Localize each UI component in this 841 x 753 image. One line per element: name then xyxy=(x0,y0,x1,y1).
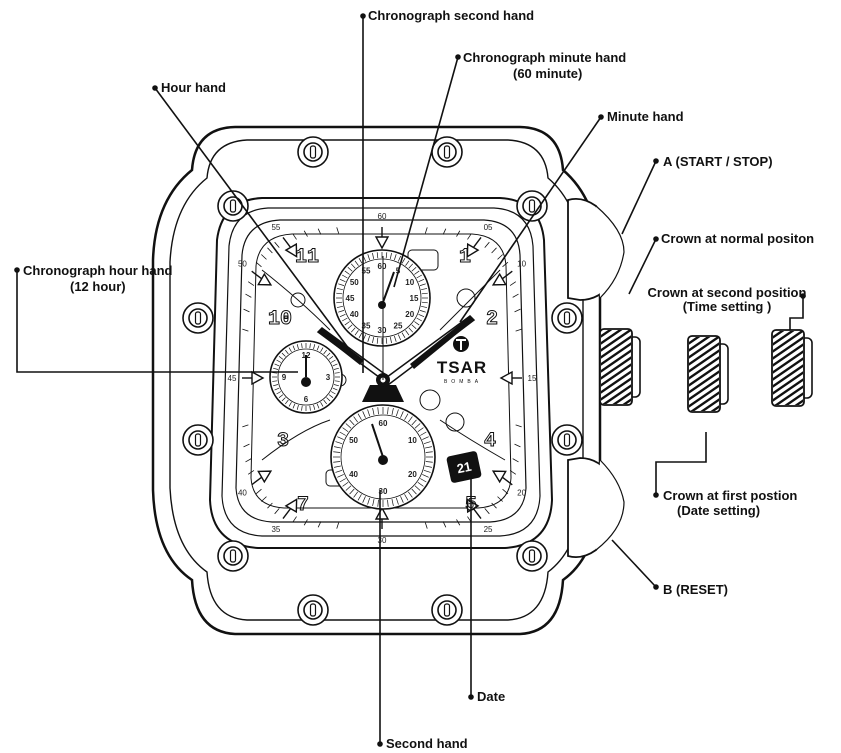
subdial-number: 15 xyxy=(410,294,419,303)
brand-subname: BOMBA xyxy=(444,379,482,385)
subdial-number: 9 xyxy=(282,373,287,382)
subdial-number: 10 xyxy=(405,278,414,287)
screw xyxy=(516,540,548,572)
subdial-number: 55 xyxy=(362,266,371,275)
crown-normal xyxy=(599,328,641,406)
label-crown-second: Crown at second position xyxy=(648,285,807,300)
hour-index: 1 xyxy=(459,246,471,269)
minute-track-number: 25 xyxy=(484,525,493,534)
label-chronograph-minute-hand: Chronograph minute hand xyxy=(463,50,626,65)
screw xyxy=(182,302,214,334)
label-button-b: B (RESET) xyxy=(663,582,728,597)
subdial-number: 45 xyxy=(346,294,355,303)
crown-second-position xyxy=(771,329,813,407)
label-chronograph-hour-hand: Chronograph hour hand xyxy=(23,263,173,278)
label-date: Date xyxy=(477,689,505,704)
minute-track-number: 15 xyxy=(528,374,537,383)
screw xyxy=(217,540,249,572)
label-minute-hand: Minute hand xyxy=(607,109,684,124)
crown-first-position xyxy=(687,335,729,413)
date-value: 21 xyxy=(455,459,472,477)
hour-index: 2 xyxy=(486,308,498,331)
label-second-hand: Second hand xyxy=(386,736,468,751)
label-chronograph-second-hand: Chronograph second hand xyxy=(368,8,534,23)
subdial-number: 60 xyxy=(378,262,387,271)
brand-logo: TSAR BOMBA xyxy=(437,336,487,385)
screw xyxy=(297,136,329,168)
subdial-number: 20 xyxy=(405,310,414,319)
subdial-number: 60 xyxy=(379,419,388,428)
screw xyxy=(182,424,214,456)
hour-index: 10 xyxy=(268,308,292,331)
screw xyxy=(297,594,329,626)
hour-index: 3 xyxy=(277,430,289,453)
subdial-number: 30 xyxy=(379,487,388,496)
label-crown-normal: Crown at normal positon xyxy=(661,231,814,246)
screw xyxy=(551,302,583,334)
minute-track-number: 30 xyxy=(378,536,387,545)
top-subdial-hand xyxy=(381,271,395,306)
minute-track-number: 45 xyxy=(228,374,237,383)
subdial-number: 10 xyxy=(408,436,417,445)
hour-markers xyxy=(251,236,513,520)
case-screws xyxy=(182,136,583,626)
brand-name: TSAR xyxy=(437,358,487,377)
subdial-number: 30 xyxy=(378,326,387,335)
hour-indices: 11 10 1 2 3 45 7 xyxy=(267,246,498,518)
minute-track-number: 55 xyxy=(271,223,280,232)
hour-index: 11 xyxy=(295,246,319,269)
bottom-subdial-hand xyxy=(371,423,384,458)
minute-track-number: 05 xyxy=(484,223,493,232)
minute-track-number: 20 xyxy=(517,489,526,498)
callout-labels: Chronograph second hand Chronograph minu… xyxy=(23,8,814,751)
subdial-number: 6 xyxy=(304,395,309,404)
subdial-number: 3 xyxy=(326,373,331,382)
label-crown-first-sub: (Date setting) xyxy=(677,503,760,518)
label-crown-second-sub: (Time setting ) xyxy=(683,299,772,314)
screw xyxy=(431,594,463,626)
minute-track-number: 35 xyxy=(271,525,280,534)
date-window: 21 xyxy=(446,451,482,483)
callout-dots xyxy=(14,13,806,747)
screw xyxy=(431,136,463,168)
minute-track-number: 40 xyxy=(238,489,247,498)
subdial-number: 40 xyxy=(349,470,358,479)
label-hour-hand: Hour hand xyxy=(161,80,226,95)
minute-track-ticks xyxy=(242,227,522,529)
subdial-number: 25 xyxy=(394,322,403,331)
label-button-a: A (START / STOP) xyxy=(663,154,773,169)
hour-index: 4 xyxy=(484,430,496,453)
subdial-number: 20 xyxy=(408,470,417,479)
callout-lines xyxy=(16,16,804,744)
minute-track-number: 50 xyxy=(238,259,247,268)
label-chronograph-minute-hand-sub: (60 minute) xyxy=(513,66,582,81)
hour-index: 7 xyxy=(297,494,309,517)
pusher-b xyxy=(567,457,625,559)
subdial-number: 40 xyxy=(350,310,359,319)
subdial-number: 50 xyxy=(350,278,359,287)
minute-track-number: 60 xyxy=(378,212,387,221)
pusher-a xyxy=(567,197,625,301)
label-chronograph-hour-hand-sub: (12 hour) xyxy=(70,279,126,294)
screw xyxy=(217,190,249,222)
minute-track-number: 10 xyxy=(517,259,526,268)
subdial-number: 35 xyxy=(362,322,371,331)
subdial-number: 50 xyxy=(349,436,358,445)
label-crown-first: Crown at first postion xyxy=(663,488,797,503)
screw xyxy=(551,424,583,456)
